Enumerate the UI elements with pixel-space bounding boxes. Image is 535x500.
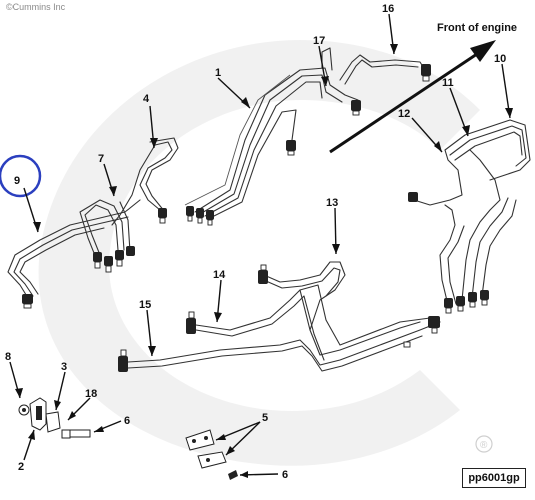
watermark [38,40,481,466]
fuel-line-9 [7,199,141,299]
callout-4: 4 [143,93,150,105]
fuel-line-15 [127,321,441,372]
callout-6a: 6 [124,415,130,427]
fuel-line-13 [263,261,431,346]
callout-10: 10 [494,53,506,65]
reference-code: pp6001gp [468,472,520,484]
callout-16: 16 [382,3,394,15]
callout-8: 8 [5,351,11,363]
registered-mark: ® [480,440,488,451]
front-of-engine-arrow [329,40,496,154]
fuel-line-1 [184,67,359,219]
fittings-left [22,208,167,309]
callout-13: 13 [326,197,338,209]
callout-18: 18 [85,388,97,400]
bracket-assembly [185,429,238,480]
callout-15: 15 [139,299,151,311]
fuel-line-11 [461,149,517,301]
fuel-line-7 [79,199,131,259]
callout-12: 12 [398,108,410,120]
fuel-line-16 [339,54,426,85]
fuel-line-12 [413,149,465,306]
callout-3: 3 [61,361,67,373]
leader-arrowheads [15,44,513,478]
callout-7: 7 [98,153,104,165]
callout-2: 2 [18,461,24,473]
fuel-line-4 [111,137,179,226]
highlight-circle [0,154,42,198]
fittings-right [408,192,489,314]
callout-1: 1 [215,67,221,79]
fittings-top [186,64,431,226]
fuel-line-10 [444,119,531,181]
callout-5: 5 [262,412,268,424]
callout-9: 9 [14,175,20,187]
fuel-line-14 [195,289,421,361]
callout-17: 17 [313,35,325,47]
clamp-assembly [18,397,91,439]
fittings-bottom [118,264,440,372]
front-of-engine-label: Front of engine [437,22,517,34]
reference-code-box: pp6001gp [462,468,526,488]
callout-14: 14 [213,269,226,281]
registered-mark-circle [475,435,493,453]
callout-6b: 6 [282,469,288,481]
copyright-text: ©Cummins Inc [6,2,66,12]
callout-11: 11 [442,77,454,89]
